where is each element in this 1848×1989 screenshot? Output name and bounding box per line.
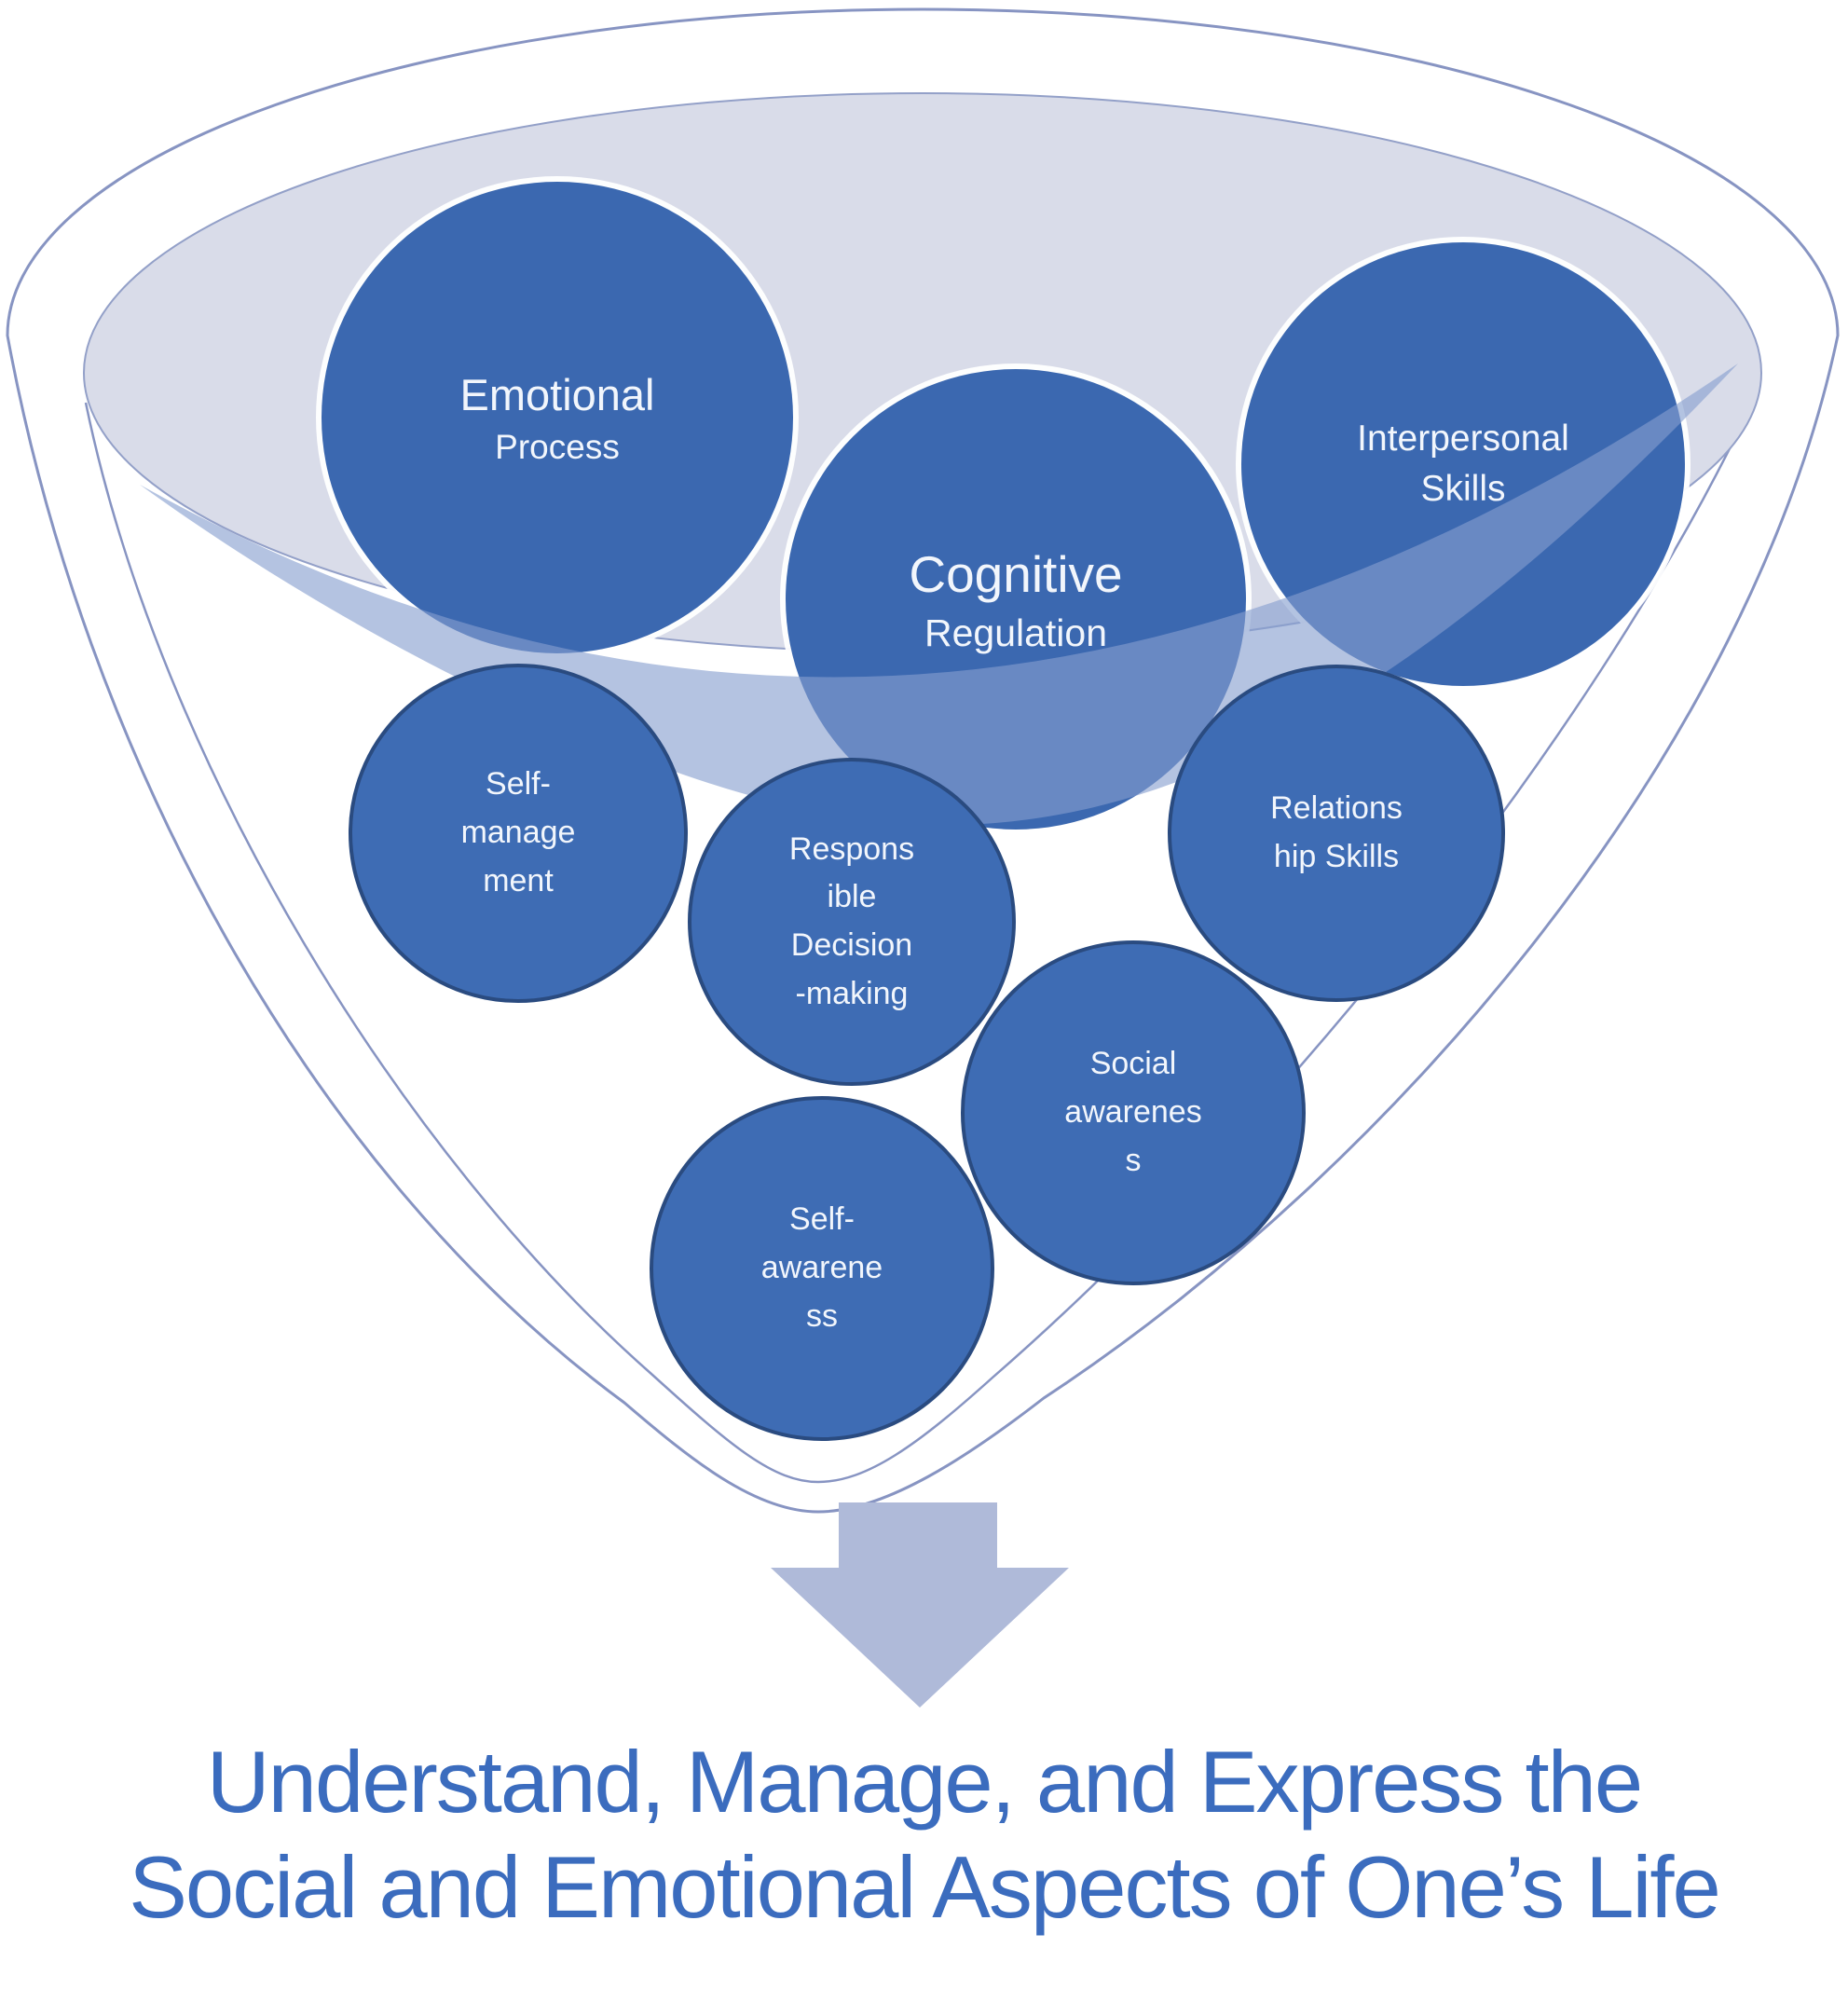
circle-responsible-decision-making: Respons ible Decision -making [688,758,1016,1086]
circle-label: Cognitive [909,544,1123,603]
circle-label: Skills [1420,469,1506,509]
circle-label: Process [495,427,620,466]
circle-self-management: Self- manage ment [349,664,688,1003]
circle-self-awareness: Self- awarene ss [650,1096,994,1441]
down-arrow-icon [771,1502,1069,1708]
circle-emotional-process: Emotional Process [322,182,793,653]
circle-label: Regulation [924,610,1108,654]
circle-interpersonal-skills: Interpersonal Skills [1241,242,1685,686]
caption-line-1: Understand, Manage, and Express the [206,1733,1643,1831]
circle-label: Interpersonal [1357,418,1569,459]
caption: Understand, Manage, and Express the Soci… [0,1730,1848,1941]
caption-line-2: Social and Emotional Aspects of One’s Li… [129,1837,1721,1936]
circle-social-awareness: Social awarenes s [961,940,1306,1285]
circle-relationship-skills: Relations hip Skills [1168,665,1505,1002]
circle-label: Emotional [459,369,655,419]
